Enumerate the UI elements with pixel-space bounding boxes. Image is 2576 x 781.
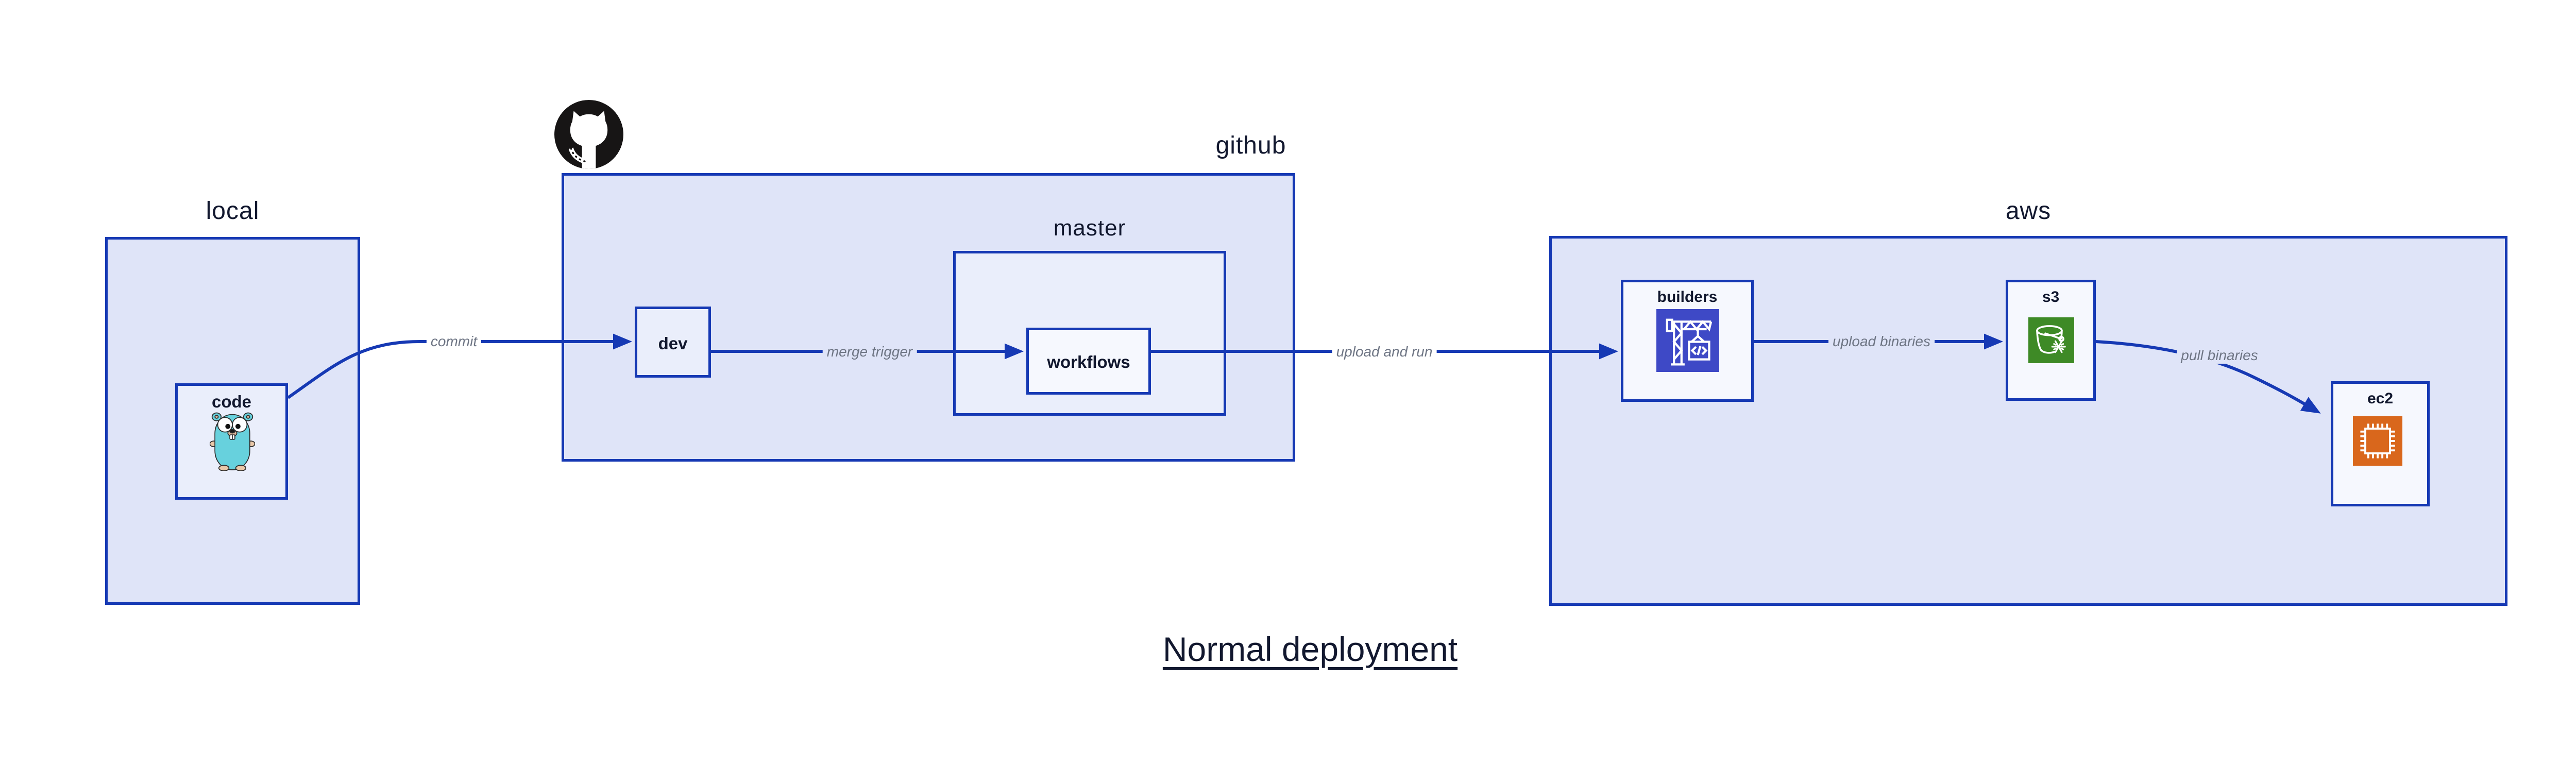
group-label-local: local <box>206 197 260 225</box>
s3-node-label: s3 <box>2042 288 2060 305</box>
go-gopher-icon <box>209 410 256 473</box>
workflows-node-label: workflows <box>1047 352 1130 371</box>
codebuild-crane-icon <box>1656 309 1719 375</box>
workflows-node: workflows <box>1026 328 1151 395</box>
edge-label-merge-trigger: merge trigger <box>822 344 917 360</box>
edge-label-upload-binaries: upload binaries <box>1828 333 1935 350</box>
builders-node: builders <box>1621 280 1754 402</box>
edge-label-upload-and-run: upload and run <box>1332 344 1437 360</box>
diagram-title: Normal deployment <box>1162 630 1458 668</box>
github-octocat-icon <box>554 100 623 174</box>
edge-label-commit: commit <box>426 333 482 350</box>
edge-label-pull-binaries: pull binaries <box>2177 347 2262 364</box>
builders-node-label: builders <box>1657 288 1718 305</box>
ec2-chip-icon <box>2353 416 2402 468</box>
s3-glacier-bucket-icon <box>2028 317 2074 366</box>
dev-node: dev <box>635 307 711 378</box>
code-node-label: code <box>211 392 252 411</box>
group-label-aws: aws <box>2005 197 2052 225</box>
ec2-node-label: ec2 <box>2367 390 2394 407</box>
dev-node-label: dev <box>658 334 688 353</box>
group-label-master: master <box>1053 215 1126 241</box>
group-label-github: github <box>1215 132 1286 159</box>
